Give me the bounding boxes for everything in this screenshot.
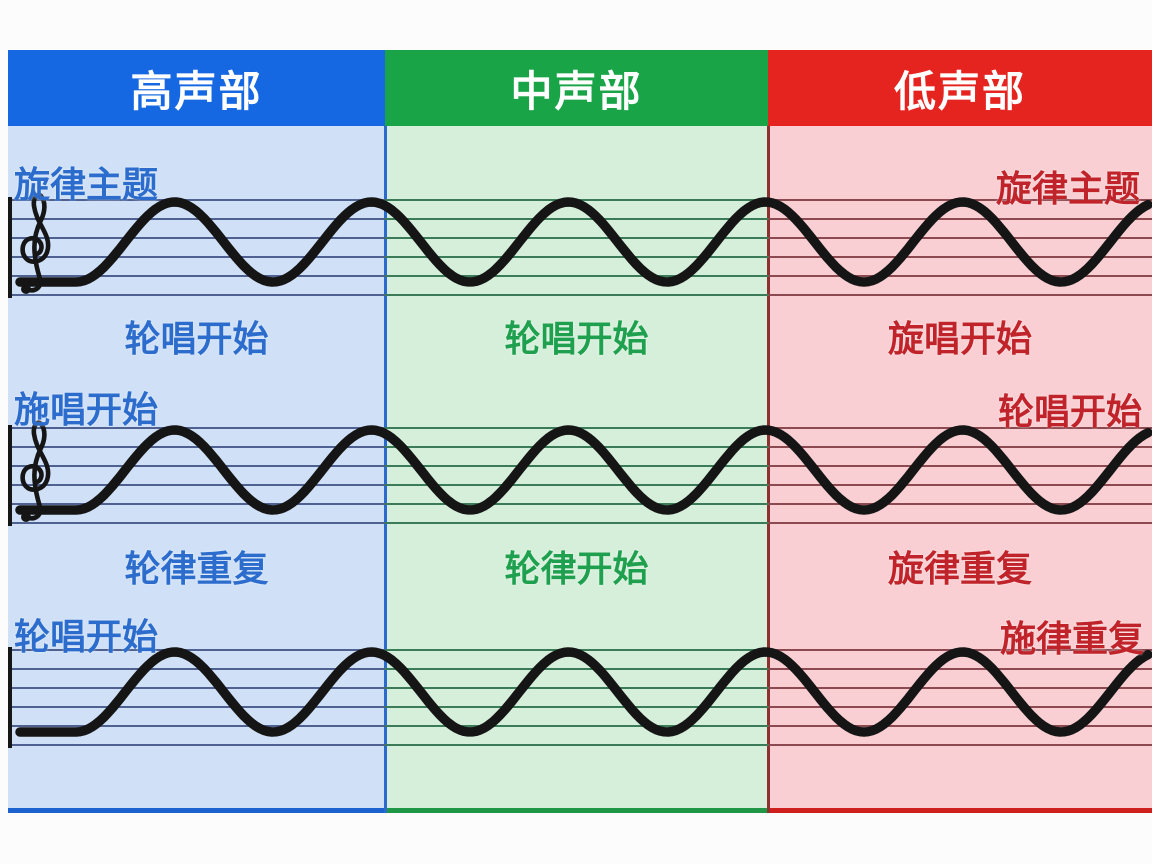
staff3-label-right: 施律重复 [999, 618, 1144, 659]
treble-clef-icon [20, 192, 51, 294]
staff3-label-left: 轮唱开始 [14, 616, 159, 657]
voice-column-middle: 中声部 [385, 50, 768, 813]
gap2-label-low: 旋律重复 [887, 548, 1032, 589]
gap2-label-middle: 轮律开始 [504, 548, 649, 589]
gap2-label-high: 轮律重复 [124, 548, 269, 589]
column-header-middle: 中声部 [385, 50, 768, 126]
staff1-label-left: 旋律主题 [14, 164, 159, 205]
column-divider-1 [384, 126, 387, 813]
column-body-middle [385, 126, 768, 813]
staff1-label-right: 旋律主题 [995, 168, 1140, 209]
treble-clef-icon [20, 420, 51, 522]
column-divider-2 [767, 126, 770, 813]
column-header-high: 高声部 [8, 50, 385, 126]
gap1-label-low: 旋唱开始 [887, 318, 1032, 359]
staff2-label-right: 轮唱开始 [997, 391, 1142, 432]
column-body-low [768, 126, 1152, 813]
gap1-label-high: 轮唱开始 [124, 318, 269, 359]
staff2-label-left: 施唱开始 [14, 389, 159, 430]
gap1-label-middle: 轮唱开始 [504, 318, 649, 359]
column-header-low: 低声部 [768, 50, 1152, 126]
voice-column-low: 低声部 [768, 50, 1152, 813]
